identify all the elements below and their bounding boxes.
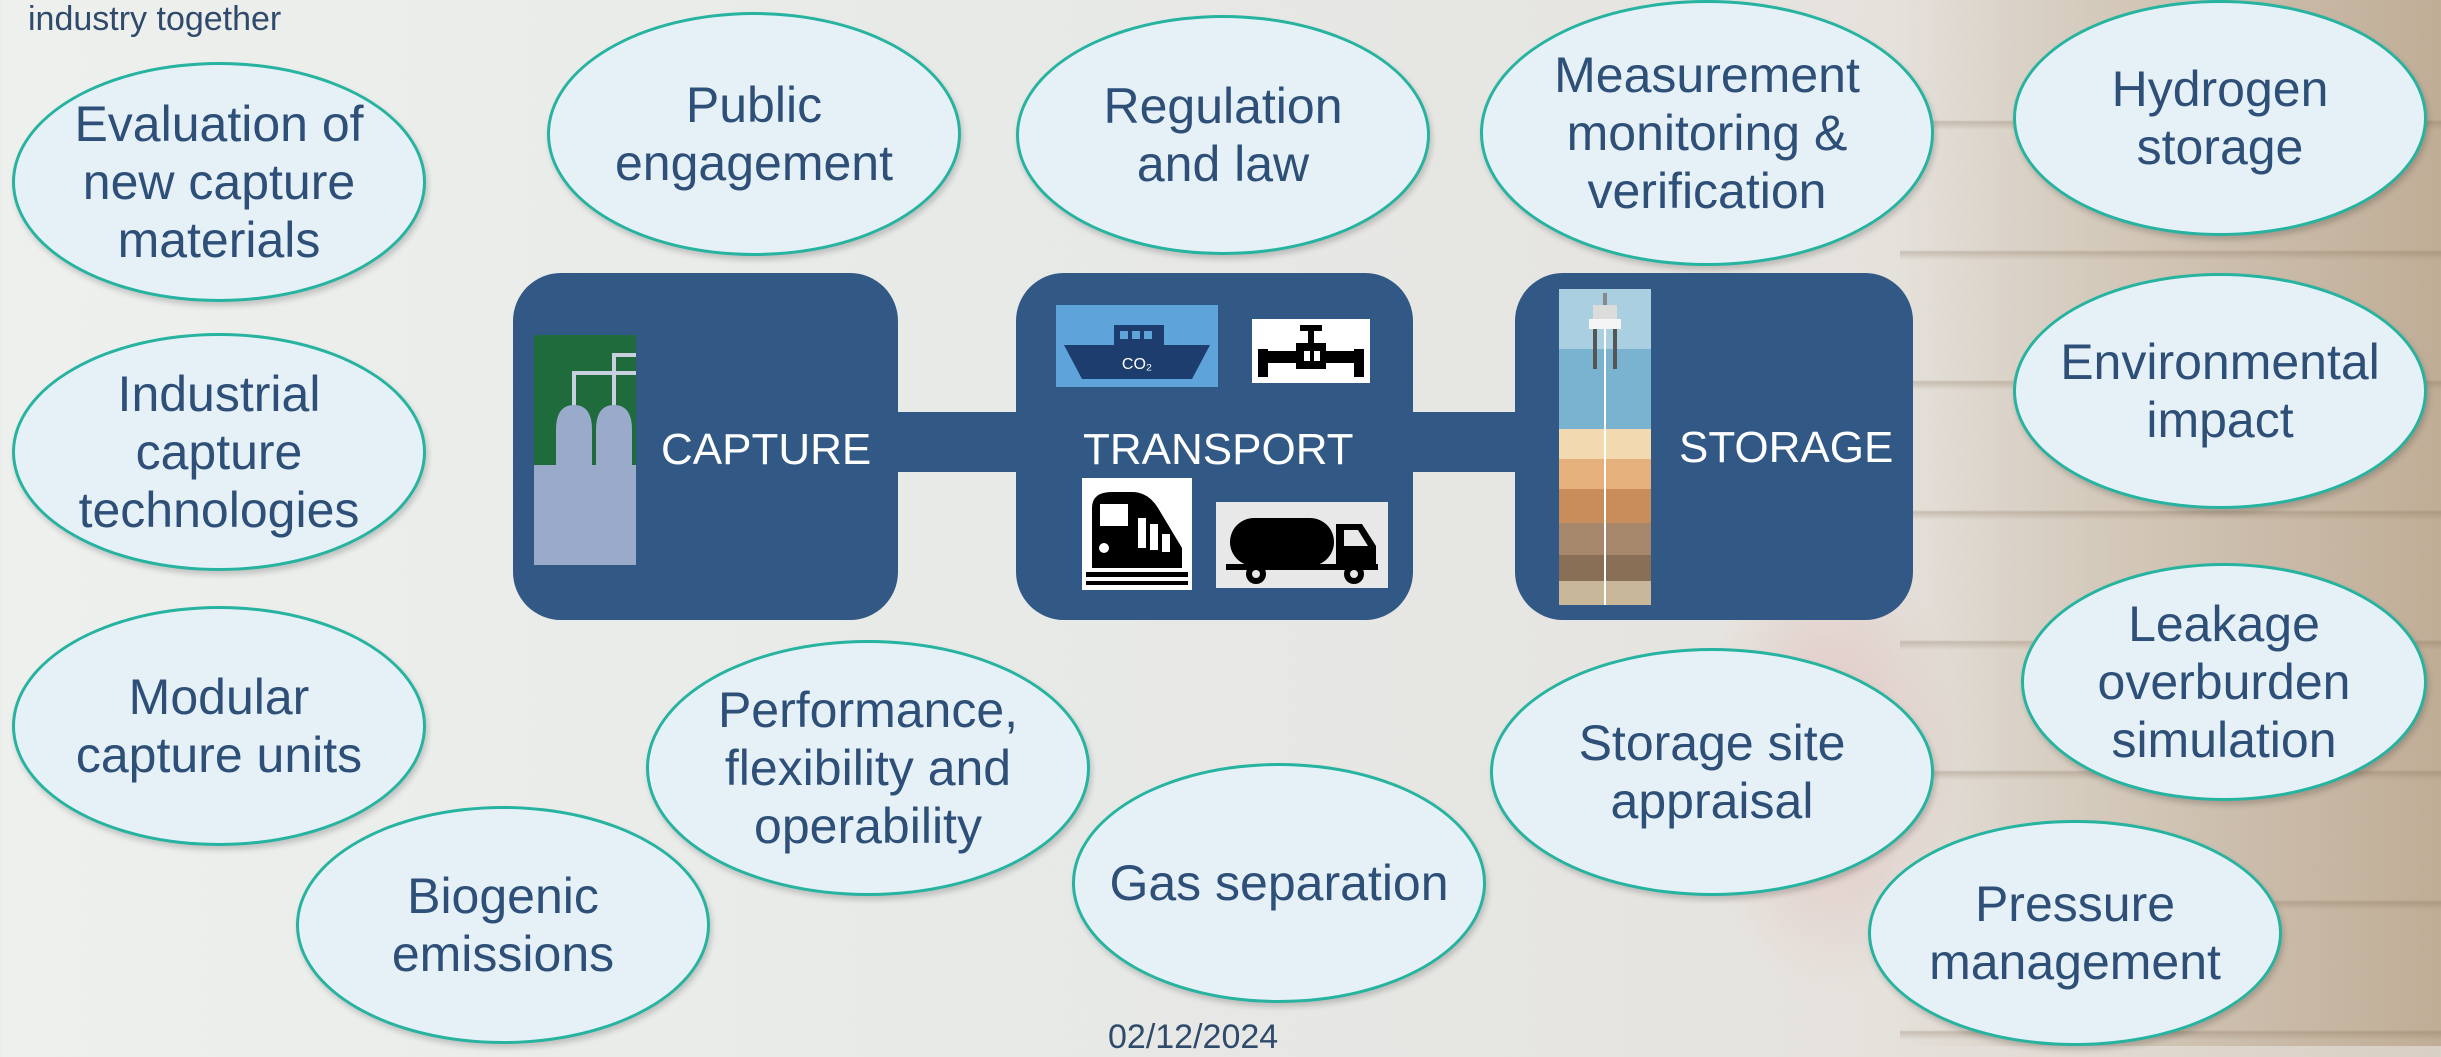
bubble-gas-separation: Gas separation <box>1072 763 1486 1003</box>
train-icon <box>1082 478 1192 590</box>
ship-co2-text: CO₂ <box>1122 356 1152 373</box>
pipeline-valve-icon <box>1252 319 1370 383</box>
tanker-truck-icon <box>1216 502 1388 588</box>
offshore-storage-icon <box>1559 289 1651 605</box>
storage-label: STORAGE <box>1679 423 1894 472</box>
connector-transport-storage <box>1405 412 1525 472</box>
capture-stage: CAPTURE <box>513 273 898 620</box>
slide-date: 02/12/2024 <box>1108 1018 1279 1056</box>
ship-icon: CO₂ <box>1056 305 1218 387</box>
capture-label: CAPTURE <box>661 425 872 474</box>
connector-capture-transport <box>890 412 1030 472</box>
capture-plant-icon <box>534 335 636 565</box>
storage-stage: STORAGE <box>1515 273 1913 620</box>
transport-label: TRANSPORT <box>1083 425 1354 474</box>
transport-stage: CO₂ TRANSPORT <box>1016 273 1413 620</box>
subtitle: industry together <box>28 0 282 38</box>
